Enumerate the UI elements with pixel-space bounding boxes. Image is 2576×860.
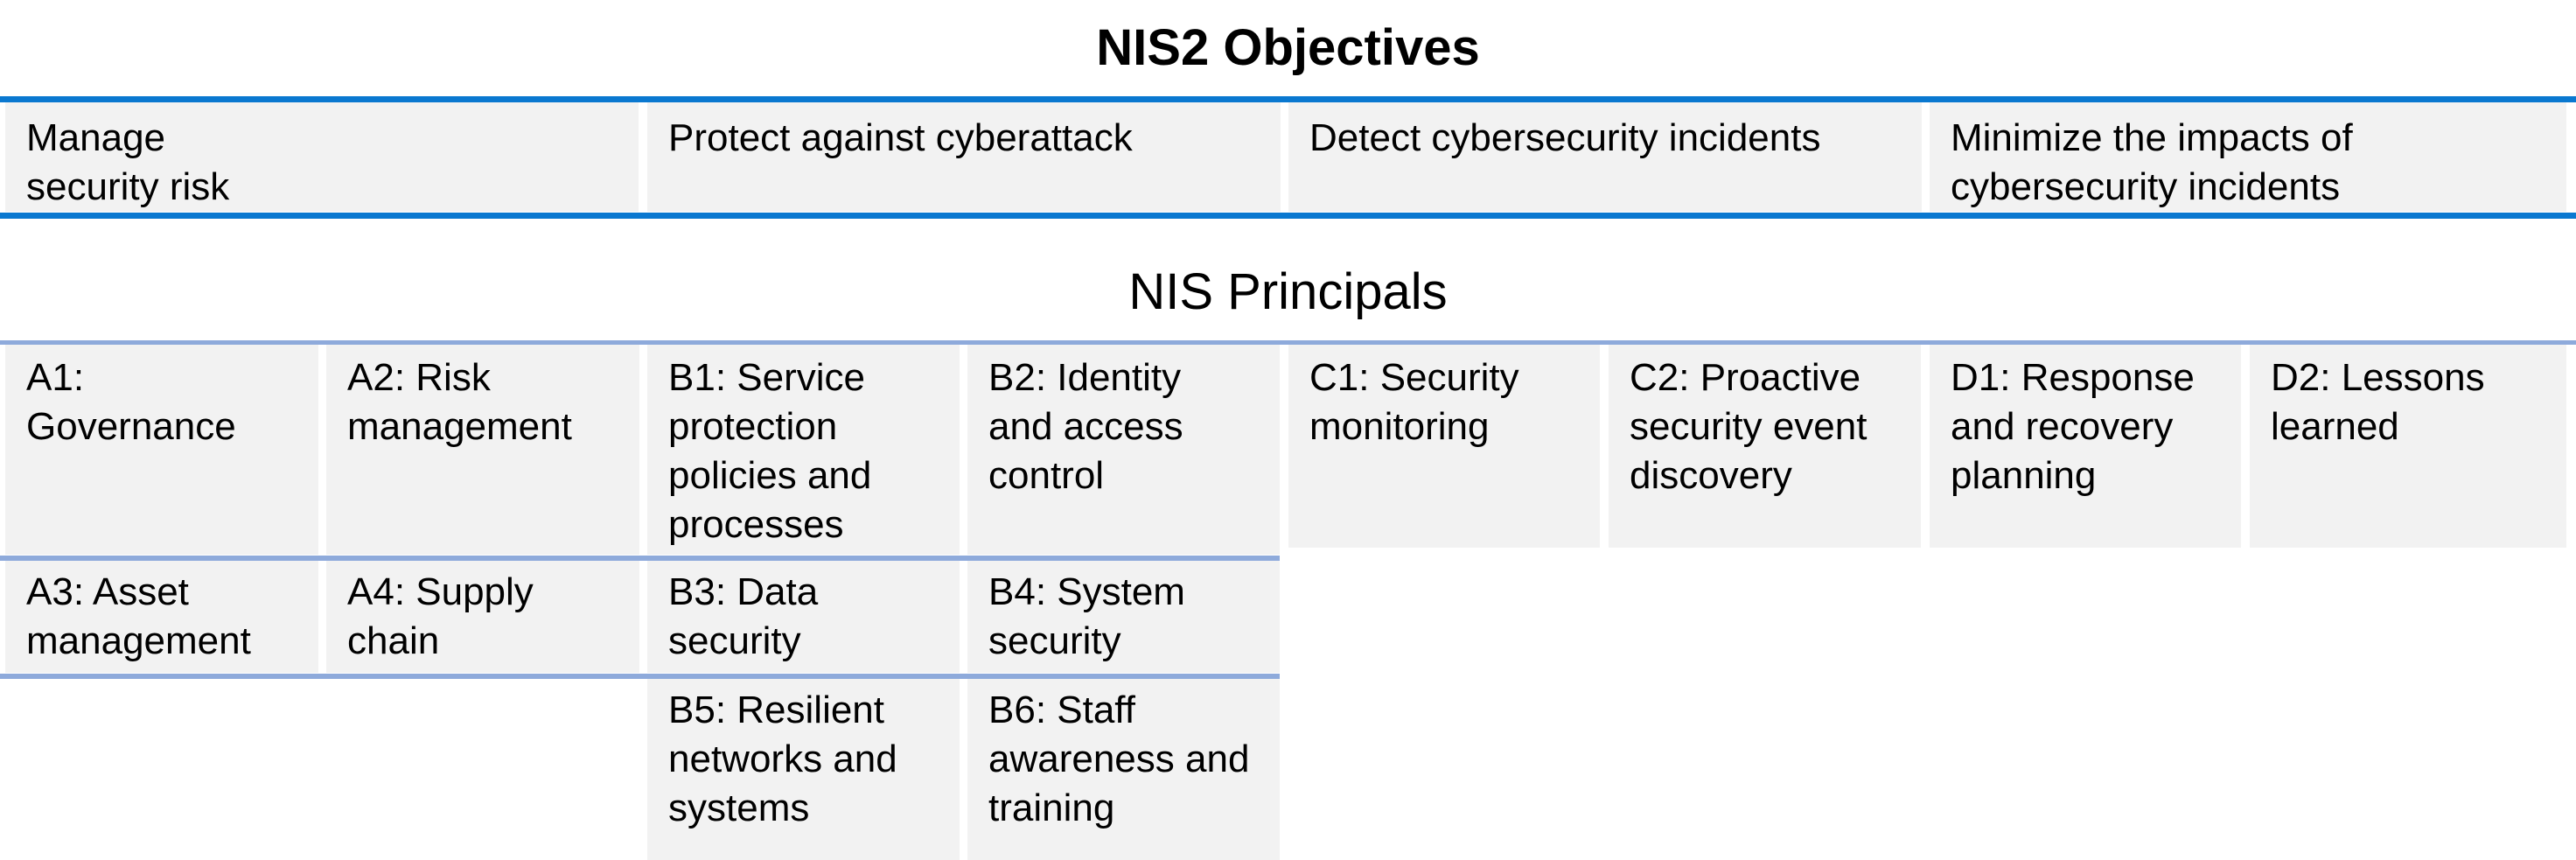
objective-detect: Detect cybersecurity incidents (1288, 102, 1922, 212)
principal-a1: A1: Governance (5, 345, 318, 555)
principal-label: C2: Proactive security event discovery (1630, 356, 1867, 497)
principal-b2: B2: Identity and access control (967, 345, 1280, 555)
objective-label: Manage security risk (26, 116, 230, 208)
principal-b1: B1: Service protection policies and proc… (647, 345, 960, 555)
principal-label: B5: Resilient networks and systems (668, 689, 897, 829)
principals-top-rule (0, 340, 2576, 345)
principal-label: B1: Service protection policies and proc… (668, 356, 872, 546)
objective-manage-risk: Manage security risk (5, 102, 639, 212)
objective-protect: Protect against cyberattack (647, 102, 1281, 212)
principal-label: B2: Identity and access control (988, 356, 1183, 497)
objective-label: Protect against cyberattack (668, 116, 1133, 159)
principal-c1: C1: Security monitoring (1288, 345, 1600, 548)
principal-label: A4: Supply chain (347, 570, 534, 662)
principal-label: C1: Security monitoring (1309, 356, 1519, 448)
principals-title: NIS Principals (1128, 263, 1448, 320)
objectives-bottom-rule (0, 213, 2576, 219)
principal-label: B6: Staff awareness and training (988, 689, 1250, 829)
principal-label: D1: Response and recovery planning (1951, 356, 2195, 497)
principal-label: A2: Risk management (347, 356, 572, 448)
principal-label: D2: Lessons learned (2271, 356, 2485, 448)
principals-row-rule (0, 674, 1280, 679)
principal-d1: D1: Response and recovery planning (1930, 345, 2241, 548)
objective-minimize-impact: Minimize the impacts of cybersecurity in… (1930, 102, 2566, 212)
objective-label: Minimize the impacts of cybersecurity in… (1951, 116, 2353, 208)
principal-label: B3: Data security (668, 570, 819, 662)
principal-b6: B6: Staff awareness and training (967, 679, 1280, 860)
principal-a3: A3: Asset management (5, 561, 318, 673)
principals-row-rule (0, 556, 1280, 561)
objective-label: Detect cybersecurity incidents (1309, 116, 1821, 159)
principal-c2: C2: Proactive security event discovery (1609, 345, 1921, 548)
principal-label: A3: Asset management (26, 570, 251, 662)
objectives-top-rule (0, 96, 2576, 102)
principal-label: A1: Governance (26, 356, 236, 448)
objectives-title: NIS2 Objectives (1096, 19, 1480, 76)
principal-a2: A2: Risk management (326, 345, 639, 555)
principal-b3: B3: Data security (647, 561, 960, 673)
principal-a4: A4: Supply chain (326, 561, 639, 673)
principal-label: B4: System security (988, 570, 1185, 662)
principal-b5: B5: Resilient networks and systems (647, 679, 960, 860)
principal-b4: B4: System security (967, 561, 1280, 673)
principal-d2: D2: Lessons learned (2250, 345, 2566, 548)
